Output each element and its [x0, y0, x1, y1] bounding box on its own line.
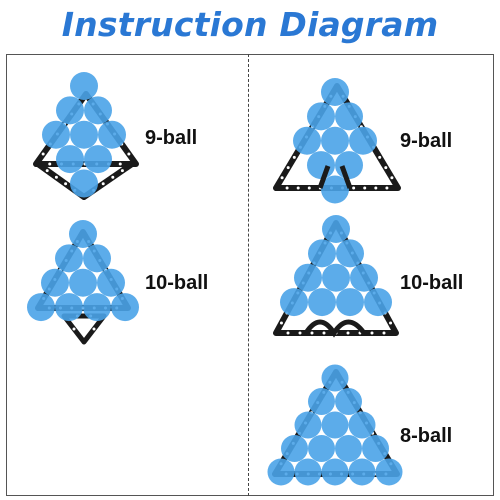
diagram-frame	[6, 54, 494, 496]
ball	[41, 268, 69, 297]
ball	[308, 239, 336, 268]
ball-group	[267, 364, 403, 486]
ball	[84, 145, 112, 174]
page-title: Instruction Diagram	[61, 5, 439, 44]
ball	[307, 151, 335, 180]
ball	[97, 268, 125, 297]
ball	[335, 434, 362, 462]
rack-9-ball-small	[33, 72, 139, 200]
ball-group	[280, 215, 392, 317]
panel-divider	[248, 54, 249, 496]
ball	[348, 458, 376, 486]
ball	[42, 120, 70, 149]
ball	[322, 263, 350, 292]
ball	[111, 293, 139, 322]
ball	[362, 434, 389, 462]
ball	[70, 120, 98, 149]
ball	[70, 72, 98, 100]
rack-notch	[303, 319, 367, 338]
ball-group	[27, 220, 139, 322]
ball	[293, 126, 321, 155]
ball	[308, 434, 335, 462]
ball	[322, 215, 350, 243]
ball	[69, 220, 97, 248]
ball	[321, 175, 349, 204]
ball	[308, 387, 335, 415]
ball	[294, 263, 322, 292]
ball	[84, 96, 112, 125]
ball	[350, 263, 378, 292]
ball	[364, 288, 392, 317]
ball	[321, 364, 349, 392]
ball	[321, 78, 349, 106]
ball	[335, 151, 363, 180]
ball	[321, 126, 349, 155]
ball	[280, 288, 308, 317]
label-10-ball-right: 10-ball	[400, 272, 464, 294]
ball	[83, 293, 111, 322]
ball	[55, 293, 83, 322]
ball	[308, 288, 336, 317]
rack-notch	[317, 165, 353, 189]
ball-group	[42, 72, 126, 198]
ball	[321, 458, 349, 486]
ball	[336, 288, 364, 317]
ball	[83, 244, 111, 273]
ball	[336, 239, 364, 268]
label-9-ball-left: 9-ball	[145, 127, 198, 149]
rack-10-ball-large	[273, 215, 399, 338]
ball	[281, 434, 308, 462]
ball	[69, 268, 97, 297]
ball	[267, 458, 295, 486]
ball	[321, 411, 349, 439]
ball	[307, 102, 335, 131]
ball	[56, 145, 84, 174]
ball	[27, 293, 55, 322]
rack-10-ball-small	[27, 220, 139, 345]
label-8-ball: 8-ball	[400, 425, 453, 447]
ball	[55, 244, 83, 273]
ball	[98, 120, 126, 149]
ball	[335, 102, 363, 131]
ball	[348, 411, 376, 439]
ball	[56, 96, 84, 125]
ball	[70, 169, 98, 198]
ball	[349, 126, 377, 155]
ball	[375, 458, 403, 486]
ball	[294, 458, 322, 486]
label-10-ball-left: 10-ball	[145, 272, 209, 294]
rack-9-ball-large	[273, 78, 401, 204]
ball-group	[293, 78, 377, 204]
ball	[294, 411, 322, 439]
ball	[335, 387, 362, 415]
rack-8-ball	[267, 364, 403, 486]
label-9-ball-right: 9-ball	[400, 130, 453, 152]
